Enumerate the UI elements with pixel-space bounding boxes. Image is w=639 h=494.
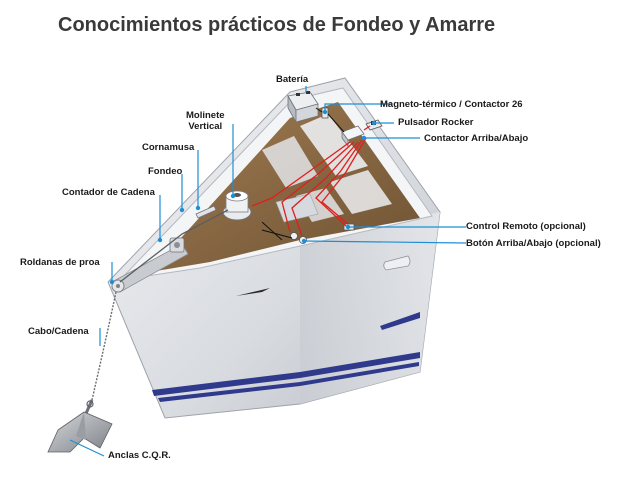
rode-on-deck — [119, 209, 229, 283]
label-anclas-cqr: Anclas C.Q.R. — [108, 450, 171, 461]
label-molinete-vertical: Molinete Vertical — [186, 110, 225, 132]
windlass — [222, 190, 252, 221]
label-contactor-arriba-abajo: Contactor Arriba/Abajo — [424, 133, 529, 144]
battery — [287, 91, 319, 124]
anchor — [47, 399, 113, 453]
wiring — [251, 125, 371, 237]
bow-roller — [111, 243, 189, 293]
hull-stripes — [152, 255, 420, 402]
chain — [91, 291, 117, 401]
label-magneto-termico: Magneto-térmico / Contactor 26 — [380, 99, 523, 110]
label-bateria: Batería — [276, 74, 309, 85]
leader-dots — [109, 109, 377, 285]
label-cabo-cadena: Cabo/Cadena — [28, 326, 89, 337]
chain-counter — [169, 237, 185, 253]
label-control-remoto: Control Remoto (opcional) — [466, 221, 586, 232]
black-wiring — [261, 107, 345, 241]
up-down-contactor — [341, 125, 365, 148]
cleat — [195, 205, 217, 219]
label-roldanas-de-proa: Roldanas de proa — [20, 257, 100, 268]
label-pulsador-rocker: Pulsador Rocker — [398, 117, 474, 128]
leader-lines — [69, 86, 467, 457]
label-fondeo: Fondeo — [148, 166, 183, 177]
label-molinete-line2: Vertical — [188, 121, 223, 132]
diagram-title: Conocimientos prácticos de Fondeo y Amar… — [58, 14, 496, 36]
label-molinete-line1: Molinete — [186, 110, 225, 121]
label-boton-arriba-abajo: Botón Arriba/Abajo (opcional) — [466, 238, 601, 249]
label-contador-de-cadena: Contador de Cadena — [62, 187, 155, 198]
label-cornamusa: Cornamusa — [142, 142, 195, 153]
